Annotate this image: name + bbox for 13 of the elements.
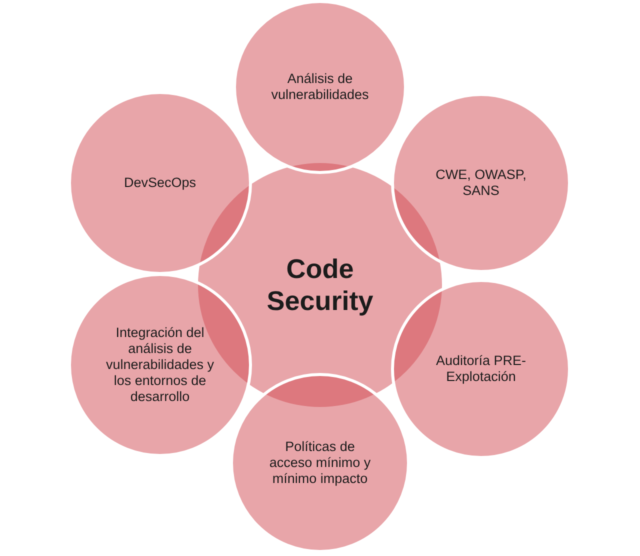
topic-label: Auditoría PRE-Explotación [434, 352, 528, 386]
topic-circle [230, 373, 410, 553]
topic-label: Integración del análisis de vulnerabilidades y los entornos de desarrollo [104, 324, 216, 406]
topic-label: CWE, OWASP, SANS [434, 166, 528, 200]
topic-circle [68, 91, 252, 275]
topic-circle [68, 273, 252, 457]
central-title: Code Security [266, 252, 374, 318]
topic-label: Análisis de vulnerabilidades [270, 70, 370, 104]
topic-label: DevSecOps [122, 174, 198, 192]
topic-circle [391, 93, 571, 273]
topic-circle [233, 0, 407, 174]
topic-label: Políticas de acceso mínimo y mínimo impacto [268, 438, 372, 488]
topic-circle [391, 279, 571, 459]
